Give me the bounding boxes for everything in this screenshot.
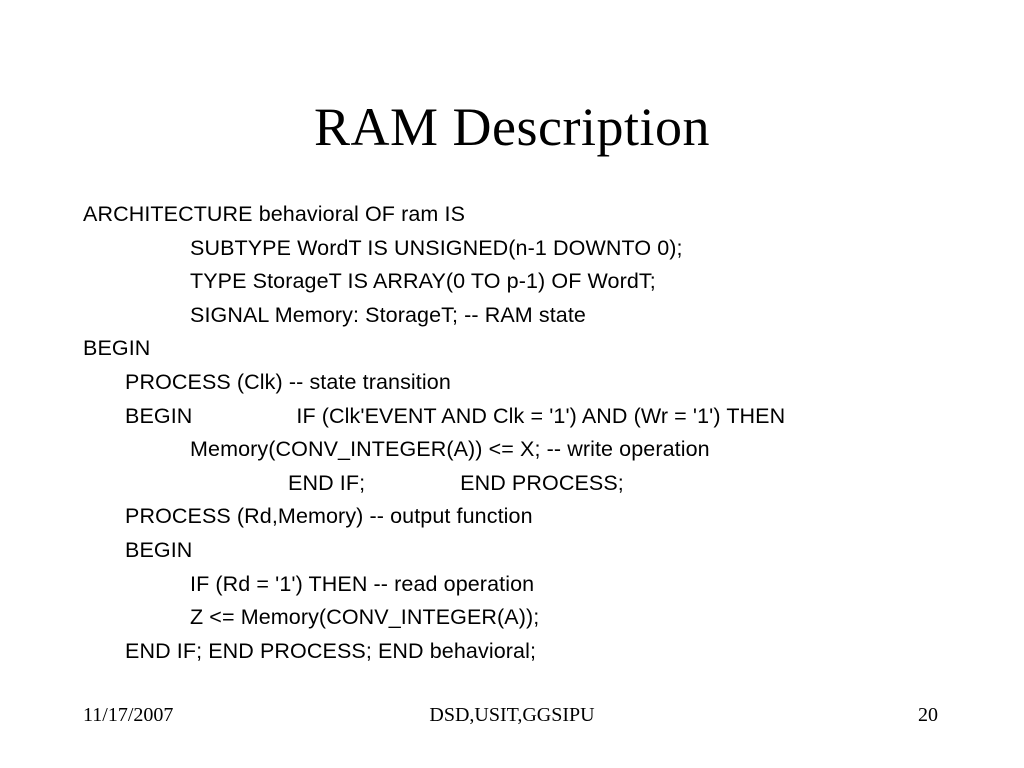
- code-line: BEGIN: [83, 534, 983, 568]
- code-line-text: BEGIN: [83, 336, 151, 361]
- code-line-text: BEGIN: [125, 537, 193, 562]
- code-line-text: PROCESS (Clk) -- state transition: [125, 369, 451, 394]
- code-line-text: IF (Clk'EVENT AND Clk = '1') AND (Wr = '…: [296, 403, 786, 428]
- code-line-text: TYPE StorageT IS ARRAY(0 TO p-1) OF Word…: [190, 269, 656, 294]
- code-line-text: IF (Rd = '1') THEN -- read operation: [190, 571, 535, 596]
- page-title: RAM Description: [314, 97, 710, 157]
- code-line-text: ARCHITECTURE behavioral OF ram IS: [83, 202, 466, 226]
- code-line-text: PROCESS (Rd,Memory) -- output function: [125, 504, 533, 529]
- footer-organization: DSD,USIT,GGSIPU: [429, 704, 595, 726]
- code-line: PROCESS (Clk) -- state transition: [83, 366, 983, 400]
- code-line-text: Z <= Memory(CONV_INTEGER(A));: [190, 605, 540, 630]
- code-line: Z <= Memory(CONV_INTEGER(A));: [83, 601, 983, 635]
- slide-footer: 11/17/2007 DSD,USIT,GGSIPU 20: [0, 700, 1024, 730]
- code-line: PROCESS (Rd,Memory) -- output function: [83, 500, 983, 534]
- code-line: END IF; END PROCESS;: [83, 467, 983, 501]
- code-line: SUBTYPE WordT IS UNSIGNED(n-1 DOWNTO 0);: [83, 232, 983, 266]
- code-line-text: END IF;: [288, 470, 366, 495]
- footer-date: 11/17/2007: [83, 704, 174, 726]
- code-line-text: END IF; END PROCESS; END behavioral;: [125, 638, 537, 663]
- code-line: END IF; END PROCESS; END behavioral;: [83, 635, 983, 669]
- code-line: Memory(CONV_INTEGER(A)) <= X; -- write o…: [83, 433, 983, 467]
- code-block: ARCHITECTURE behavioral OF ram IS SUBTYP…: [83, 198, 983, 668]
- footer-page-number: 20: [918, 704, 938, 726]
- code-line: SIGNAL Memory: StorageT; -- RAM state: [83, 299, 983, 333]
- code-line-text: SIGNAL Memory: StorageT; -- RAM state: [190, 302, 586, 327]
- code-line: BEGIN IF (Clk'EVENT AND Clk = '1') AND (W…: [83, 400, 983, 434]
- code-line: ARCHITECTURE behavioral OF ram IS: [83, 198, 983, 232]
- code-line: BEGIN: [83, 332, 983, 366]
- code-line-text: BEGIN: [125, 403, 193, 428]
- code-line-text: Memory(CONV_INTEGER(A)) <= X; -- write o…: [190, 437, 710, 462]
- code-line: IF (Rd = '1') THEN -- read operation: [83, 568, 983, 602]
- code-line-text: END PROCESS;: [460, 470, 624, 495]
- code-line-text: SUBTYPE WordT IS UNSIGNED(n-1 DOWNTO 0);: [190, 235, 683, 260]
- code-line: TYPE StorageT IS ARRAY(0 TO p-1) OF Word…: [83, 265, 983, 299]
